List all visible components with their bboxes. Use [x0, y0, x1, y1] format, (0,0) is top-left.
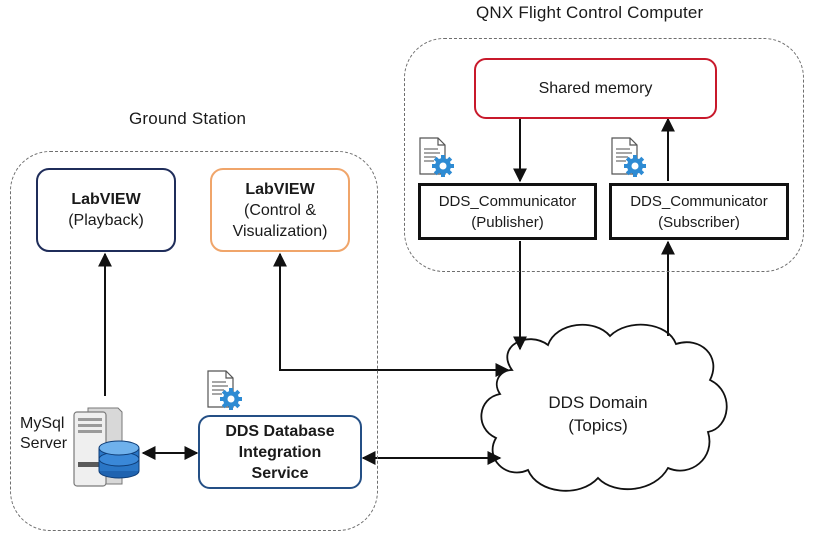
qnx-flight-computer-group — [404, 38, 804, 272]
ground-station-group — [10, 151, 378, 531]
mysql-server-label: MySql Server — [20, 414, 67, 454]
database-server-icon — [73, 407, 140, 487]
publisher-line1: DDS_Communicator — [438, 192, 577, 210]
labview-playback-subtitle: (Playback) — [68, 212, 144, 229]
shared-memory-box[interactable]: Shared memory — [474, 58, 717, 119]
labview-control-title: LabVIEW — [245, 180, 315, 198]
labview-control-line2: (Control & — [243, 201, 317, 219]
subscriber-line1: DDS_Communicator — [630, 192, 768, 210]
ground-station-title: Ground Station — [129, 109, 247, 128]
dds-domain-line1: DDS Domain — [548, 393, 648, 412]
dds-domain-label: DDS Domain (Topics) — [528, 391, 668, 437]
dds-communicator-publisher-box[interactable]: DDS_Communicator (Publisher) — [418, 183, 597, 240]
labview-playback-box[interactable]: LabVIEW (Playback) — [36, 168, 176, 252]
qnx-group-title: QNX Flight Control Computer — [476, 3, 704, 22]
document-gear-icon — [611, 137, 646, 177]
db-service-line2: Integration — [238, 443, 322, 461]
publisher-line2: (Publisher) — [471, 213, 544, 231]
arrow-control-domain — [273, 252, 510, 377]
shared-memory-label: Shared memory — [538, 80, 653, 97]
dds-domain-line2: (Topics) — [568, 416, 628, 435]
subscriber-line2: (Subscriber) — [658, 213, 740, 231]
labview-control-box[interactable]: LabVIEW (Control & Visualization) — [210, 168, 350, 252]
labview-playback-title: LabVIEW — [71, 191, 141, 208]
dds-database-service-box[interactable]: DDS Database Integration Service — [198, 415, 362, 489]
dds-communicator-subscriber-box[interactable]: DDS_Communicator (Subscriber) — [609, 183, 789, 240]
db-service-line3: Service — [251, 464, 309, 482]
db-service-line1: DDS Database — [225, 422, 335, 440]
document-gear-icon — [207, 370, 242, 410]
mysql-label-line2: Server — [20, 435, 68, 452]
mysql-label-line1: MySql — [20, 415, 65, 432]
document-gear-icon — [419, 137, 454, 177]
dds-domain-cloud-icon — [480, 323, 728, 492]
labview-control-line3: Visualization) — [232, 222, 328, 240]
